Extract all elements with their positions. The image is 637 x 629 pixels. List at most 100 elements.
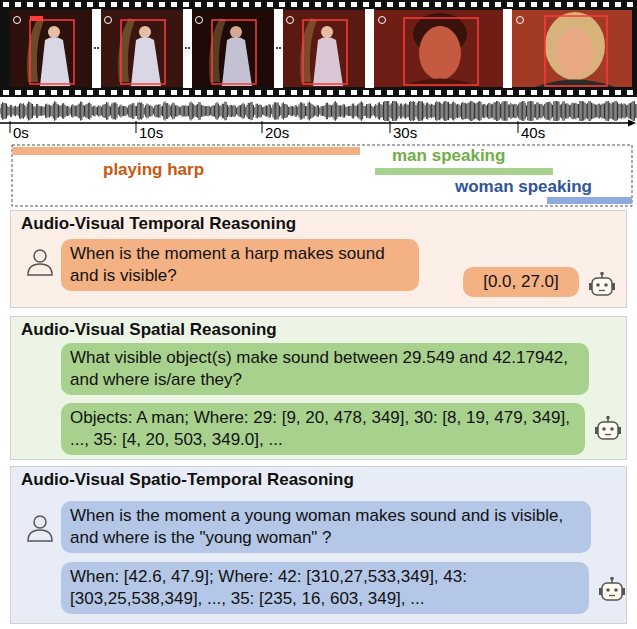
frame-mark xyxy=(105,17,112,24)
frame-bg xyxy=(374,10,503,87)
frame-bg xyxy=(512,10,632,87)
dot xyxy=(97,47,99,49)
time-label: 40s xyxy=(521,124,545,142)
robot-antenna-tip xyxy=(606,416,610,420)
person-icon xyxy=(25,247,55,277)
frame-bg xyxy=(283,10,365,87)
separator xyxy=(274,9,283,88)
frame-bg xyxy=(101,10,183,87)
answer-text: When: [42.6, 47.9]; Where: 42: [310,27,5… xyxy=(70,566,580,610)
film-base xyxy=(0,0,637,97)
bounding-box xyxy=(545,16,607,86)
robot-eye xyxy=(610,427,614,431)
bounding-box xyxy=(303,20,347,84)
woman-frame xyxy=(512,10,632,87)
harp-frame xyxy=(10,10,92,87)
frame-mark xyxy=(14,17,21,24)
answer-bubble: Objects: A man; Where: 29: [9, 20, 478, … xyxy=(61,403,585,455)
robot-antenna-tip xyxy=(600,272,604,276)
dot xyxy=(276,47,278,49)
film-strip xyxy=(0,0,637,97)
dot xyxy=(94,47,96,49)
dress xyxy=(222,37,252,86)
robot-eye xyxy=(604,283,608,287)
dress xyxy=(131,37,161,86)
tick xyxy=(390,121,391,133)
task-panel: Audio-Visual Temporal ReasoningWhen is t… xyxy=(10,210,627,308)
frame-mark xyxy=(379,17,386,24)
harp-frame xyxy=(283,10,365,87)
dot xyxy=(185,47,187,49)
bounding-box xyxy=(404,18,478,85)
robot-eye xyxy=(602,427,606,431)
head xyxy=(139,26,151,38)
harp-bar xyxy=(12,147,360,155)
time-label: 30s xyxy=(393,124,417,142)
question-bubble: When is the moment a young woman makes s… xyxy=(61,501,591,553)
dress xyxy=(40,37,70,86)
axis-arrow xyxy=(628,120,636,127)
frame-bg xyxy=(192,10,274,87)
tick xyxy=(262,121,263,133)
robot-mouth xyxy=(599,290,605,291)
frame-mark xyxy=(517,17,524,24)
task-panel: Audio-Visual Spatio-Temporal ReasoningWh… xyxy=(10,466,627,624)
head xyxy=(48,26,60,38)
head xyxy=(230,26,242,38)
face xyxy=(419,26,461,80)
tick xyxy=(10,121,11,133)
tick xyxy=(518,121,519,133)
task-panel: Audio-Visual Spatial ReasoningWhat visib… xyxy=(10,316,627,460)
bounding-box xyxy=(212,20,256,84)
person-head xyxy=(34,250,46,262)
person-body xyxy=(28,264,52,275)
person-body xyxy=(28,530,52,541)
answer-text: [0.0, 27.0] xyxy=(472,271,570,293)
question-text: When is the moment a harp makes sound an… xyxy=(70,243,410,287)
person-head xyxy=(34,516,46,528)
person-icon xyxy=(25,513,55,543)
dress xyxy=(313,37,343,86)
panel-title: Audio-Visual Temporal Reasoning xyxy=(11,211,626,234)
event-label: playing harp xyxy=(103,160,204,180)
question-bubble: What visible object(s) make sound betwee… xyxy=(61,343,589,395)
frame-mark xyxy=(196,17,203,24)
robot-mouth xyxy=(605,434,611,435)
separator xyxy=(503,9,512,88)
robot-icon xyxy=(597,576,627,606)
robot-icon xyxy=(587,271,617,301)
robot-head xyxy=(592,278,612,295)
panel-title: Audio-Visual Spatio-Temporal Reasoning xyxy=(11,467,626,490)
event-label: woman speaking xyxy=(455,177,592,197)
time-label: 10s xyxy=(139,124,163,142)
face xyxy=(556,28,594,78)
robot-eye xyxy=(614,588,618,592)
robot-head xyxy=(602,583,622,600)
bounding-box xyxy=(121,20,165,84)
bounding-box xyxy=(30,20,74,84)
question-text: When is the moment a young woman makes s… xyxy=(70,505,582,549)
dot xyxy=(188,47,190,49)
dot xyxy=(279,47,281,49)
tick xyxy=(136,121,137,133)
frame-separators xyxy=(92,9,512,88)
robot-eye xyxy=(606,588,610,592)
robot-eye xyxy=(596,283,600,287)
panel-title: Audio-Visual Spatial Reasoning xyxy=(11,317,626,340)
robot-mouth xyxy=(609,595,615,596)
harp-frame xyxy=(101,10,183,87)
time-label: 20s xyxy=(265,124,289,142)
frame-bg xyxy=(10,10,92,87)
answer-text: Objects: A man; Where: 29: [9, 20, 478, … xyxy=(70,407,576,451)
harp-frame xyxy=(192,10,274,87)
separator xyxy=(92,9,101,88)
sprocket-holes xyxy=(0,0,637,97)
dashed-frame xyxy=(12,145,632,206)
event-label: man speaking xyxy=(392,146,505,166)
box-tag xyxy=(30,16,43,21)
axis-line xyxy=(0,122,630,124)
answer-bubble: [0.0, 27.0] xyxy=(463,267,579,297)
hair xyxy=(545,12,605,80)
robot-antenna-tip xyxy=(610,577,614,581)
